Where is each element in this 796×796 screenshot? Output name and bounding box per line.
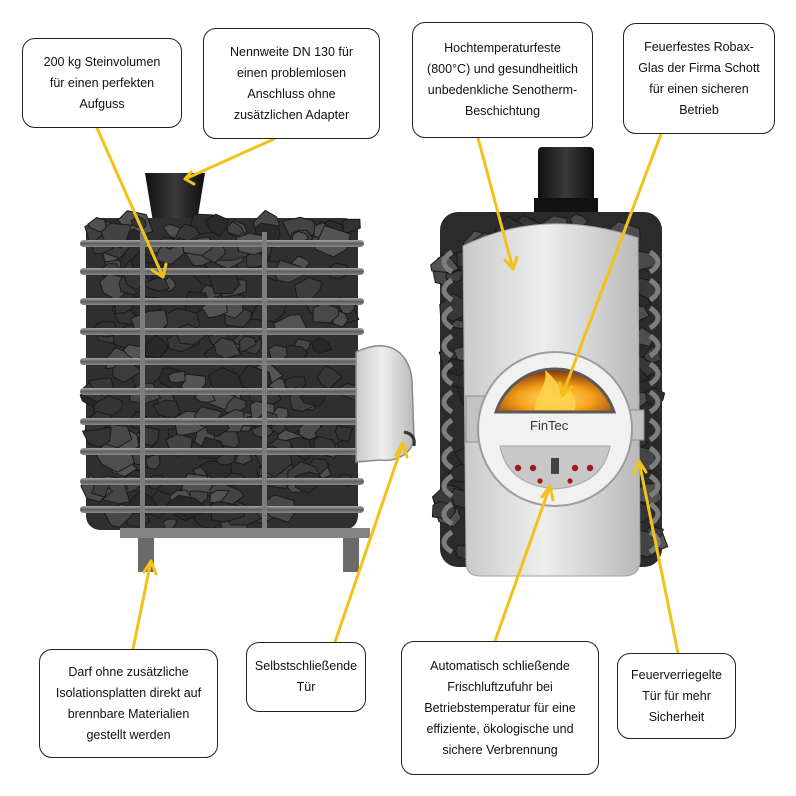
arrow-no-insulation: [131, 559, 158, 651]
callout-no-insulation-text: Darf ohne zusätzliche Isolationsplatten …: [55, 664, 202, 742]
leg-right: [343, 528, 359, 572]
air-hole: [571, 464, 579, 472]
callout-stone-volume: 200 kg Steinvolumen für einen perfekten …: [22, 38, 182, 128]
cage-loop: [648, 389, 661, 415]
cage-loop: [441, 249, 454, 275]
arrow-stone-volume: [95, 126, 168, 279]
air-hole: [529, 464, 537, 472]
cage-loop: [441, 529, 454, 555]
arrow-fire-locked: [632, 459, 680, 655]
flame: [535, 370, 576, 410]
air-slider-knob: [551, 458, 559, 474]
cage-loop: [441, 501, 454, 527]
callout-flue-size-text: Nennweite DN 130 für einen problemlosen …: [230, 44, 353, 122]
cage-loop: [441, 361, 454, 387]
stove-front-view: FinTec: [430, 147, 669, 577]
cage-loop: [441, 417, 454, 443]
callout-fire-locked-text: Feuerverriegelte Tür für mehr Sicherheit: [630, 667, 722, 724]
air-hole: [586, 464, 594, 472]
self-closing-door-side: [355, 345, 415, 463]
cage-loop: [648, 417, 661, 443]
air-holes: [514, 464, 594, 484]
cage-loop: [648, 473, 661, 499]
cage-rail: [80, 418, 364, 425]
stone: [334, 424, 353, 443]
cage-rail: [80, 328, 364, 335]
cage-loop: [648, 361, 661, 387]
callout-stone-volume-text: 200 kg Steinvolumen für einen perfekten …: [43, 54, 161, 111]
air-hole: [567, 478, 573, 484]
cage-loop: [441, 389, 454, 415]
cage-rail: [80, 388, 364, 395]
arrow-glass: [558, 132, 663, 398]
callout-glass-text: Feuerfestes Robax- Glas der Firma Schott…: [638, 39, 760, 117]
cage-rail: [80, 478, 364, 485]
callout-air-supply: Automatisch schließende Frischluftzufuhr…: [401, 641, 599, 775]
stone: [226, 221, 245, 237]
callout-coating-text: Hochtemperaturfeste (800°C) und gesundhe…: [427, 41, 578, 118]
callout-self-closing-text: Selbstschließende Tür: [254, 659, 358, 694]
stone: [204, 213, 229, 238]
cage-post: [262, 232, 267, 528]
stove-side-view: [79, 173, 416, 572]
callout-self-closing: Selbstschließende Tür: [246, 642, 366, 712]
arrow-air-supply: [493, 484, 555, 643]
brand-logo: FinTec: [530, 418, 569, 433]
cage-loop: [648, 305, 661, 331]
stone: [167, 370, 186, 384]
arrow-flue-size: [183, 137, 276, 186]
cage-rails-right: [441, 249, 661, 555]
stone: [311, 337, 333, 354]
cage-loop: [441, 445, 454, 471]
stone: [341, 218, 361, 234]
cage-loop: [648, 249, 661, 275]
cage-loop: [441, 277, 454, 303]
air-hole: [514, 464, 522, 472]
cage-loop: [648, 333, 661, 359]
callout-coating: Hochtemperaturfeste (800°C) und gesundhe…: [412, 22, 593, 138]
cage-rail: [80, 448, 364, 455]
callout-glass: Feuerfestes Robax- Glas der Firma Schott…: [623, 23, 775, 134]
cage-rail: [80, 506, 364, 513]
cage-rails-left: [80, 232, 364, 528]
callout-no-insulation: Darf ohne zusätzliche Isolationsplatten …: [39, 649, 218, 758]
stone: [312, 302, 340, 324]
callout-fire-locked: Feuerverriegelte Tür für mehr Sicherheit: [617, 653, 736, 739]
cage-loop: [648, 445, 661, 471]
flue-pipe-ring: [534, 198, 598, 212]
cage-loop: [441, 333, 454, 359]
arrow-coating: [476, 136, 519, 271]
base-plate: [120, 528, 370, 538]
cage-loop: [648, 277, 661, 303]
cage-rail: [80, 298, 364, 305]
flue-collar: [145, 173, 205, 222]
air-hole: [537, 478, 543, 484]
cage-loop: [441, 305, 454, 331]
cage-loop: [441, 473, 454, 499]
stone: [81, 426, 112, 448]
callout-arrows: [95, 126, 680, 655]
cage-post: [140, 232, 145, 528]
door-handle-side: [403, 430, 416, 447]
arrow-self-closing: [333, 441, 409, 644]
callout-air-supply-text: Automatisch schließende Frischluftzufuhr…: [424, 658, 576, 757]
cage-rail: [80, 240, 364, 247]
stone: [451, 319, 465, 330]
cage-rail: [80, 358, 364, 365]
stone: [239, 335, 258, 353]
stone: [87, 217, 107, 233]
cage-rail: [80, 268, 364, 275]
callout-flue-size: Nennweite DN 130 für einen problemlosen …: [203, 28, 380, 139]
